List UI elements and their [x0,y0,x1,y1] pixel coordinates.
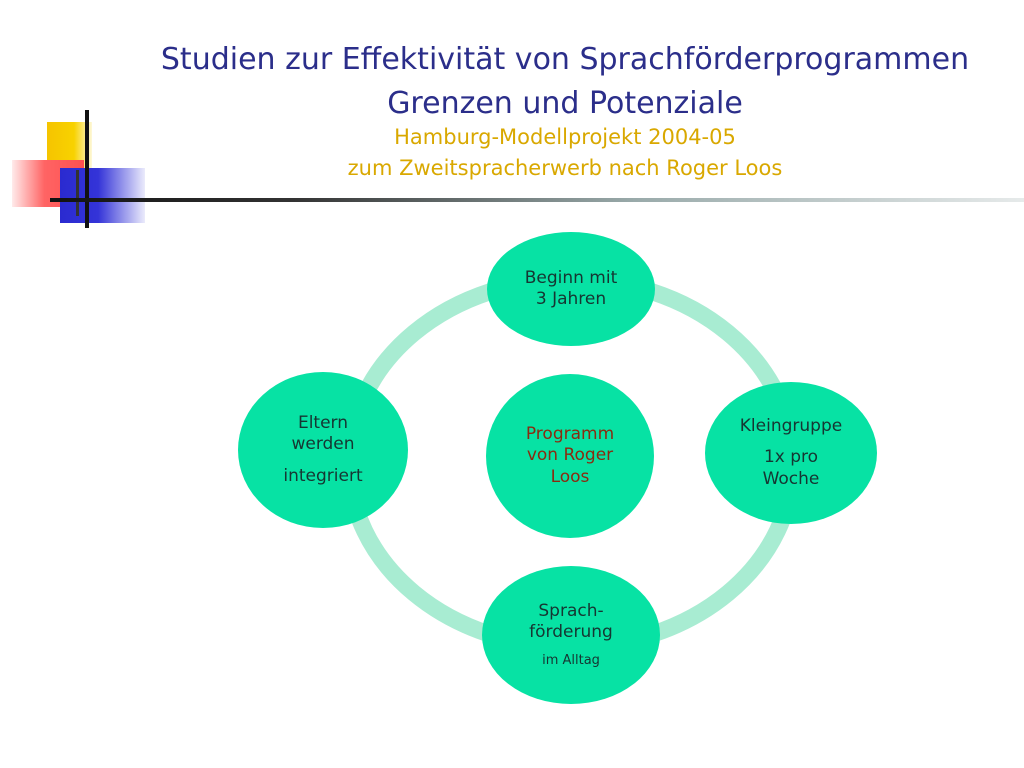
node-text-small: im Alltag [542,653,600,669]
node-text: Sprach- [538,600,604,621]
node-program-center: Programm von Roger Loos [486,374,654,538]
blue-square-decoration [60,168,145,223]
node-text: Programm [525,424,615,445]
vertical-line-decoration-2 [76,170,79,216]
node-text: Loos [550,466,590,487]
vertical-line-decoration [85,110,89,228]
node-text: Woche [762,468,820,489]
node-text: werden [291,434,355,455]
node-small-group: Kleingruppe 1x pro Woche [705,382,877,524]
subtitle-line-2: zum Zweitspracherwerb nach Roger Loos [347,156,783,180]
node-text: Eltern [297,413,349,434]
node-start-age: Beginn mit 3 Jahren [487,232,655,346]
node-text: 3 Jahren [535,289,607,309]
node-text: von Roger [526,445,614,466]
node-text: 1x pro [763,447,819,468]
node-parents-integrated: Eltern werden integriert [238,372,408,528]
node-text: Beginn mit [524,267,618,288]
node-language-support: Sprach- förderung im Alltag [482,566,660,704]
title-line-1: Studien zur Effektivität von Sprachförde… [160,42,970,77]
node-text: Kleingruppe [739,416,843,437]
subtitle-line-1: Hamburg-Modellprojekt 2004-05 [394,125,736,149]
title-underline [50,198,1024,202]
node-text: förderung [529,621,613,642]
node-text: integriert [283,465,363,486]
title-line-2: Grenzen und Potenziale [387,86,743,121]
